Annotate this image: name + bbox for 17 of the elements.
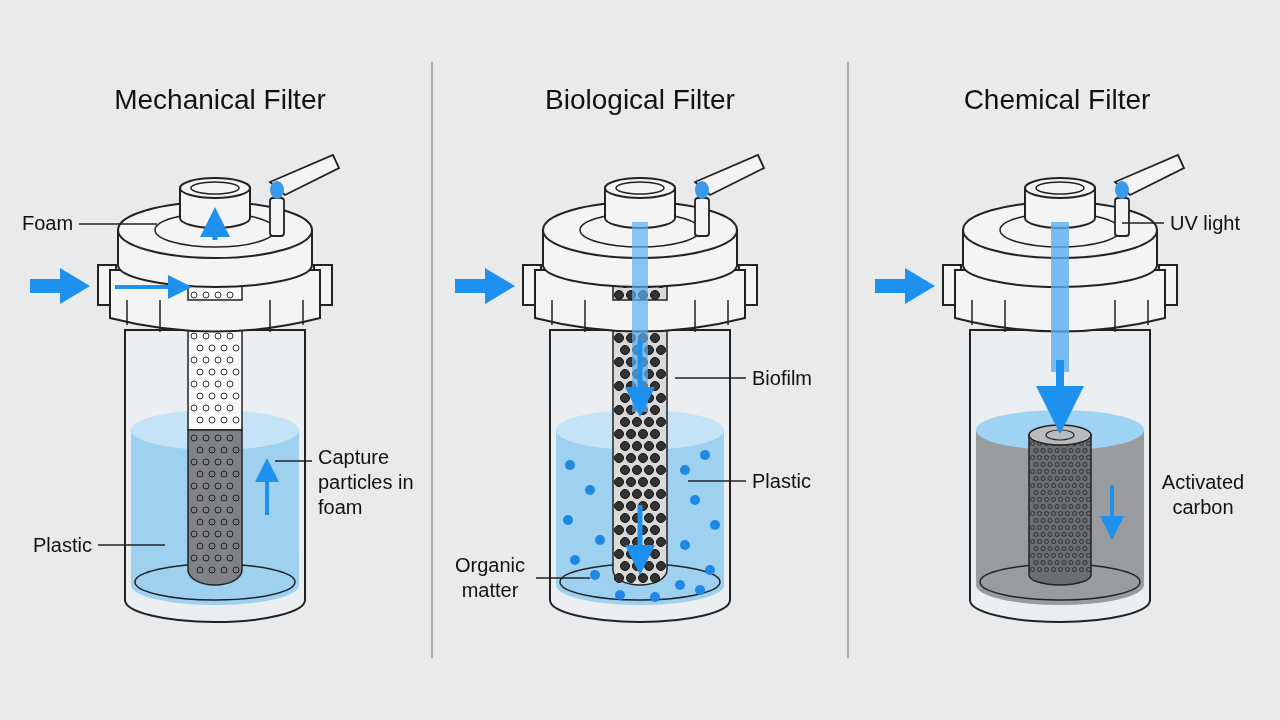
callout-label: UV light [1170, 211, 1241, 236]
leader-line [535, 577, 591, 579]
leader-line [687, 480, 747, 482]
leader-line [78, 223, 158, 225]
panel-title: Biological Filter [544, 84, 736, 116]
panel-title: Mechanical Filter [113, 84, 327, 116]
callout-label: Capture particles in foam [318, 445, 418, 520]
leader-line [674, 377, 747, 379]
callout-label: Organic matter [450, 553, 530, 603]
callout-label: Biofilm [752, 366, 812, 391]
callout-label: Plastic [33, 533, 92, 558]
part-label: Activated carbon [1160, 470, 1246, 520]
leader-line [97, 544, 166, 546]
panel-title: Chemical Filter [962, 84, 1152, 116]
leader-line [274, 460, 313, 462]
callout-label: Plastic [752, 469, 811, 494]
callout-label: Foam [22, 211, 74, 236]
